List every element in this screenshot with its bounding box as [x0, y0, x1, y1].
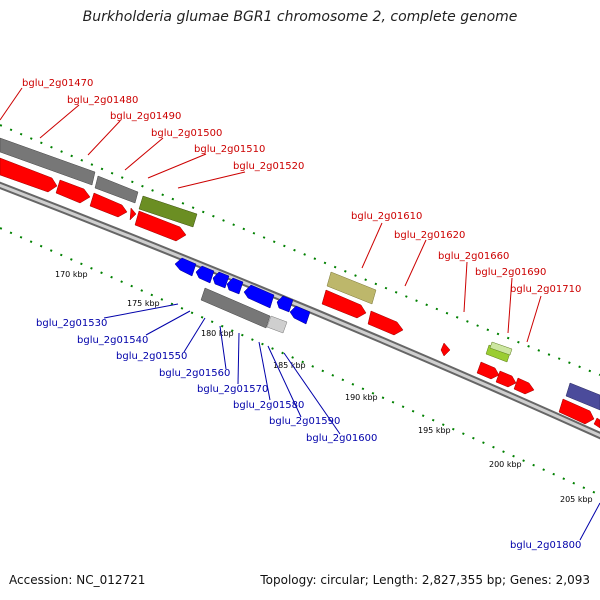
forward-arrow: [367, 310, 404, 336]
gene-blocks-forward: [0, 137, 600, 411]
gene-label: bglu_2g01520: [233, 161, 304, 172]
gene-arrows-reverse: [174, 257, 311, 334]
forward-arrow: [593, 417, 600, 429]
forward-arrow: [0, 157, 58, 193]
gene-label: bglu_2g01550: [116, 351, 187, 362]
forward-arrow: [513, 377, 535, 395]
gene-label: bglu_2g01580: [233, 400, 304, 411]
gene-label: bglu_2g01500: [151, 128, 222, 139]
gene-block-grey: [200, 287, 271, 329]
reverse-arrow: [195, 265, 215, 284]
chromosome-backbone: [0, 181, 600, 440]
reverse-arrow: [212, 271, 230, 289]
accession-text: Accession: NC_012721: [9, 573, 146, 587]
forward-arrow: [476, 361, 500, 380]
gene-block-lightgreen: [489, 341, 513, 356]
genome-stats-text: Topology: circular; Length: 2,827,355 bp…: [260, 573, 590, 587]
gene-label: bglu_2g01490: [110, 111, 181, 122]
forward-arrow: [558, 398, 595, 425]
tick-label: 200 kbp: [489, 460, 522, 469]
forward-arrow: [89, 192, 128, 218]
gene-block-grey: [94, 175, 139, 204]
reverse-arrow: [243, 284, 275, 309]
reverse-arrow: [276, 295, 294, 313]
label-leaders-top: [0, 87, 542, 343]
gene-block-olive: [138, 195, 198, 228]
gene-label: bglu_2g01510: [194, 144, 265, 155]
gene-label: bglu_2g01530: [36, 318, 107, 329]
forward-arrow: [129, 207, 137, 221]
forward-arrow: [55, 179, 91, 204]
tick-label: 205 kbp: [560, 495, 593, 504]
gene-labels-top: bglu_2g01470 bglu_2g01480 bglu_2g01490 b…: [22, 78, 581, 295]
forward-arrow: [495, 370, 517, 388]
gene-label: bglu_2g01590: [269, 416, 340, 427]
axis-ticks: 170 kbp 175 kbp 180 kbp 185 kbp 190 kbp …: [55, 270, 593, 504]
gene-label: bglu_2g01570: [197, 384, 268, 395]
gene-label: bglu_2g01660: [438, 251, 509, 262]
tick-label: 195 kbp: [418, 426, 451, 435]
gene-block-grey: [0, 137, 96, 186]
gene-label: bglu_2g01480: [67, 95, 138, 106]
gene-label: bglu_2g01620: [394, 230, 465, 241]
reverse-arrow: [289, 305, 311, 325]
gene-label: bglu_2g01610: [351, 211, 422, 222]
gene-block-khaki: [326, 271, 377, 305]
reverse-arrow: [226, 277, 244, 295]
gene-block-lightgrey: [266, 315, 288, 334]
gene-label: bglu_2g01710: [510, 284, 581, 295]
gene-label: bglu_2g01600: [306, 433, 377, 444]
gene-label: bglu_2g01540: [77, 335, 148, 346]
forward-arrow: [134, 210, 187, 242]
gene-label: bglu_2g01800: [510, 540, 581, 551]
gene-arrows-forward: [0, 157, 600, 429]
forward-arrow: [321, 289, 367, 319]
tick-label: 190 kbp: [345, 393, 378, 402]
gene-labels-bottom: bglu_2g01530 bglu_2g01540 bglu_2g01550 b…: [36, 318, 581, 551]
reverse-arrow: [174, 257, 197, 277]
label-leaders-bottom: [103, 303, 600, 541]
map-title: Burkholderia glumae BGR1 chromosome 2, c…: [82, 9, 518, 25]
gene-label: bglu_2g01560: [159, 368, 230, 379]
tick-label: 180 kbp: [201, 329, 234, 338]
tick-label: 185 kbp: [273, 361, 306, 370]
gene-label: bglu_2g01470: [22, 78, 93, 89]
gene-block-navy: [565, 382, 600, 411]
tick-label: 170 kbp: [55, 270, 88, 279]
forward-arrow: [440, 342, 451, 357]
tick-label: 175 kbp: [127, 299, 160, 308]
gene-label: bglu_2g01690: [475, 267, 546, 278]
